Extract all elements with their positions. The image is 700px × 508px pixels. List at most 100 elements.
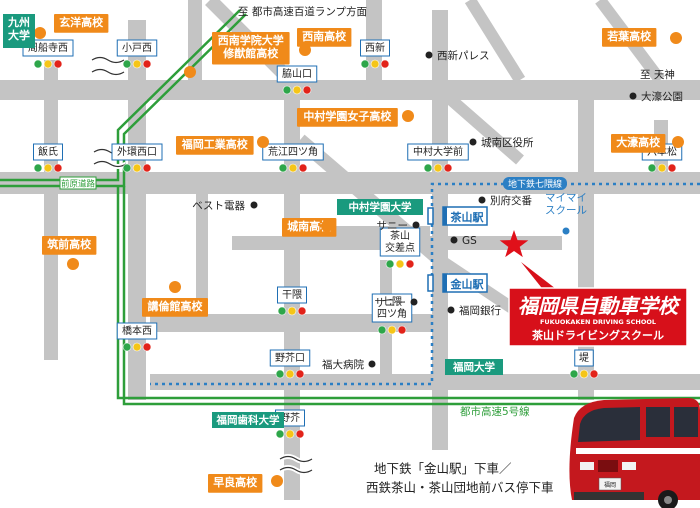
traffic-light-icon xyxy=(295,369,305,379)
landmark-label: 城南区役所 xyxy=(481,136,534,149)
intersection-nanakuma: 七隈四ツ角 xyxy=(371,293,413,335)
school-label-box xyxy=(54,14,109,33)
bus-window xyxy=(646,407,670,437)
university-label-box xyxy=(445,359,503,375)
landmark-nishijin_palace: 西新パレス xyxy=(425,49,490,62)
station-label: 金山駅 xyxy=(450,277,484,291)
road-label: 都市高速5号線 xyxy=(460,405,530,418)
road-label: 前原道路 xyxy=(61,179,96,190)
station-marker-icon xyxy=(427,274,434,292)
traffic-light-icon xyxy=(302,85,312,95)
landmark-dot-icon xyxy=(478,196,486,204)
intersections-layer: 周船寺西小戸西脇山口西新飯氏外環西口荒江四ツ角中村大学前六本松干隈橋本西七隈四ツ… xyxy=(22,39,683,439)
traffic-light-icon xyxy=(292,85,302,95)
bus-license-plate xyxy=(598,477,622,491)
traffic-light-icon xyxy=(657,163,667,173)
traffic-light-icon xyxy=(360,59,370,69)
landmark-label: 大濠公園 xyxy=(641,90,683,103)
intersection-iiuji: 飯氏 xyxy=(33,143,63,173)
intersection-label: 野芥 xyxy=(280,412,300,424)
bus-headlight xyxy=(580,462,594,470)
intersection-label: 茶山交差点 xyxy=(385,229,415,254)
break-mark-icon xyxy=(91,68,125,76)
school-label-box xyxy=(176,136,254,155)
school-marker-icon xyxy=(402,110,414,122)
school-label: 大濠高校 xyxy=(616,135,661,149)
school-label-box xyxy=(297,28,352,47)
traffic-light-icon xyxy=(288,163,298,173)
university-fukuoka_shika: 福岡歯科大学 xyxy=(212,412,284,428)
intersection-kotobunishi: 小戸西 xyxy=(116,39,158,69)
traffic-light-icon xyxy=(132,342,142,352)
directions-text: 西鉄茶山・茶山団地前バス停下車 xyxy=(366,480,554,495)
intersection-label-box xyxy=(407,143,469,161)
traffic-light-icon xyxy=(433,163,443,173)
break-mark-icon xyxy=(93,160,127,168)
school-label: 福岡工業高校 xyxy=(181,137,249,151)
intersection-label: 干隈 xyxy=(282,289,302,301)
traffic-light-icon xyxy=(295,429,305,439)
road-label-box xyxy=(59,176,97,190)
traffic-light-icon xyxy=(122,342,132,352)
expressway-line xyxy=(116,186,700,400)
school-wakaba: 若葉高校 xyxy=(602,28,682,47)
traffic-light-icon xyxy=(405,259,415,269)
school-seinan_gakuin: 西南学院大学修猷館高校 xyxy=(184,32,290,78)
school-fukuoka_kogyo: 福岡工業高校 xyxy=(176,136,269,155)
traffic-light-icon xyxy=(287,306,297,316)
traffic-light-icon xyxy=(142,163,152,173)
station-chayama: 茶山駅 xyxy=(427,206,488,226)
landmark-dot-icon xyxy=(410,298,418,306)
school-label-box xyxy=(611,134,666,153)
intersection-label: 七隈四ツ角 xyxy=(377,296,407,320)
school-marker-icon xyxy=(257,136,269,148)
bus-stripe xyxy=(576,448,700,454)
intersection-label: 中村大学前 xyxy=(413,145,463,158)
intersection-shuhunjimae: 周船寺西 xyxy=(22,39,74,69)
landmark-sunny1: サニー xyxy=(377,220,420,232)
school-label-box xyxy=(142,298,208,317)
school-sawara: 早良高校 xyxy=(208,474,283,493)
intersection-label-box xyxy=(269,349,311,367)
brand-sub: 茶山ドライビングスクール xyxy=(531,328,664,342)
break-mark-icon xyxy=(279,455,313,463)
landmark-dot-icon xyxy=(425,51,433,59)
school-marker-icon xyxy=(67,258,79,270)
intersection-label-box xyxy=(574,349,594,367)
intersection-label: 脇山口 xyxy=(282,68,312,80)
school-label: 講倫館高校 xyxy=(148,299,204,313)
intersection-label-box xyxy=(262,143,324,161)
intersection-label: 荒江四ツ角 xyxy=(268,146,318,158)
landmark-dot-icon xyxy=(447,306,455,314)
landmark-label: 福岡銀行 xyxy=(459,304,501,317)
traffic-light-icon xyxy=(285,369,295,379)
break-marks xyxy=(90,55,314,475)
destination-star-icon xyxy=(499,230,529,258)
traffic-light-icon xyxy=(285,429,295,439)
traffic-light-icon xyxy=(380,59,390,69)
traffic-light-icon xyxy=(122,59,132,69)
school-marker-icon xyxy=(670,32,682,44)
intersection-label: 野芥口 xyxy=(275,352,305,364)
school-korinkan: 講倫館高校 xyxy=(142,281,208,317)
brand-romaji: FUKUOKAKEN DRIVING SCHOOL xyxy=(540,318,656,326)
traffic-light-icon xyxy=(370,59,380,69)
university-fukuoka_univ: 福岡大学 xyxy=(445,359,503,375)
landmark-jonan_ward: 城南区役所 xyxy=(469,136,534,149)
school-marker-icon xyxy=(299,44,311,56)
intersection-label-box xyxy=(379,227,421,257)
star-shape xyxy=(499,230,529,258)
landmark-label: GS xyxy=(462,235,477,247)
station-marker-icon xyxy=(427,207,434,225)
intersection-label-box xyxy=(276,65,318,83)
traffic-light-icon xyxy=(377,325,387,335)
school-label-box xyxy=(602,28,657,47)
university-label: 福岡大学 xyxy=(452,361,495,374)
bus-window xyxy=(674,407,698,437)
landmark-sunny2: サニー xyxy=(375,297,418,309)
university-label-box xyxy=(3,14,35,48)
bus-bumper xyxy=(574,492,644,500)
landmark-maimai: マイマイスクール xyxy=(545,192,587,235)
